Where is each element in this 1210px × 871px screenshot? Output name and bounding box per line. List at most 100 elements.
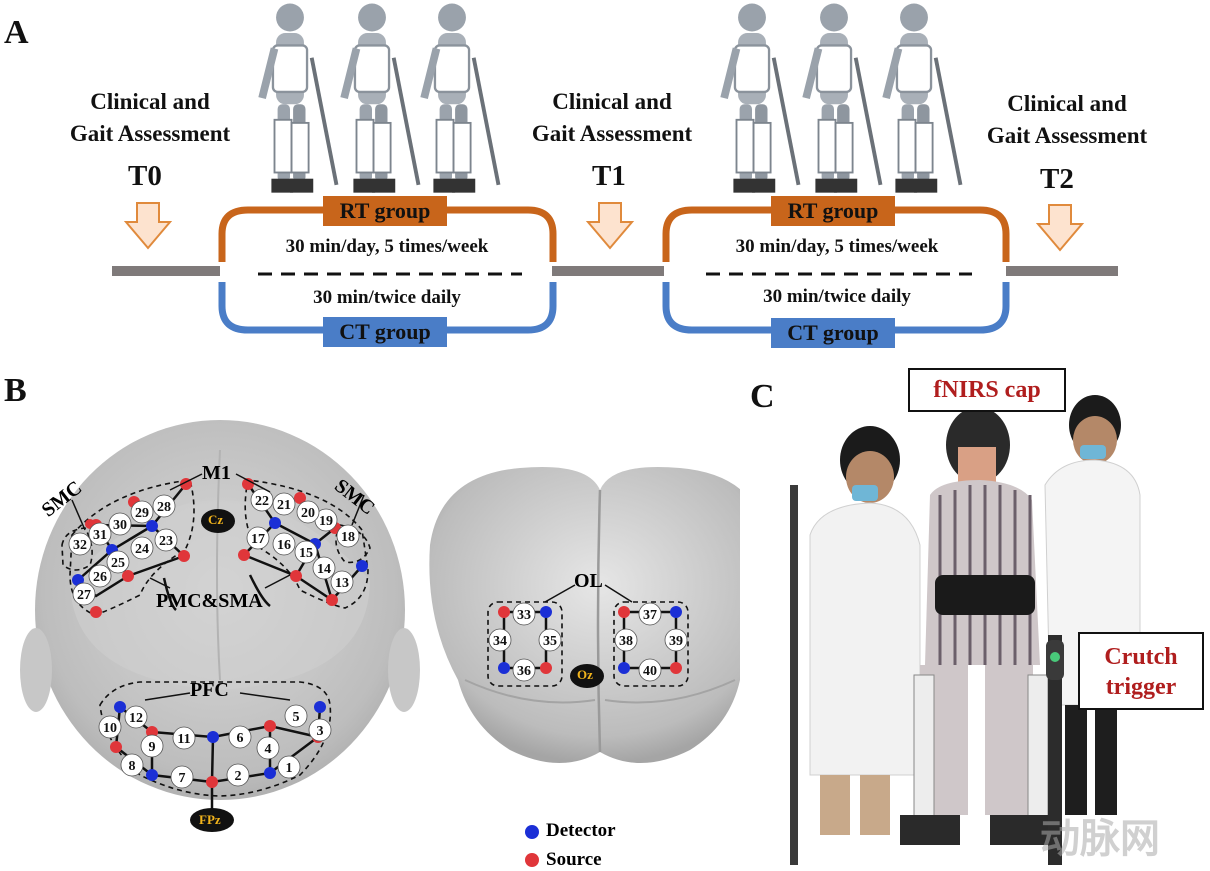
channel-number: 35 [543, 634, 557, 649]
channel-30: 30 [108, 512, 132, 536]
landmark-fpz [190, 808, 234, 832]
channel-31: 31 [88, 522, 112, 546]
channel-37: 37 [638, 602, 662, 626]
channel-number: 2 [235, 769, 242, 784]
channel-number: 24 [135, 542, 149, 557]
channel-number: 39 [669, 634, 683, 649]
channel-number: 15 [299, 546, 313, 561]
channel-number: 12 [129, 711, 143, 726]
assessment-line1: Clinical and [90, 89, 210, 114]
assessment-line2: Gait Assessment [986, 123, 1148, 148]
channel-number: 23 [159, 534, 173, 549]
channel-number: 25 [111, 556, 125, 571]
channel-20: 20 [296, 500, 320, 524]
channel-number: 37 [643, 608, 657, 623]
down-arrow-icon [1035, 204, 1085, 252]
channel-27: 27 [72, 582, 96, 606]
patient-with-exoskeleton [900, 407, 1050, 845]
channel-number: 1 [286, 761, 293, 776]
channel-number: 17 [251, 532, 265, 547]
channel-number: 32 [73, 538, 87, 553]
channel-number: 3 [317, 724, 324, 739]
legend-detector-label: Detector [546, 820, 616, 841]
channel-33: 33 [512, 602, 536, 626]
timeline-segment [552, 266, 664, 276]
ct-schedule: 30 min/twice daily [313, 287, 461, 308]
channel-3: 3 [308, 718, 332, 742]
channel-14: 14 [312, 556, 336, 580]
exoskeleton-walker-figure [724, 4, 798, 193]
crutch [1046, 635, 1064, 865]
brain-model [429, 466, 740, 763]
crutch-trigger-label: Crutch trigger [1078, 632, 1204, 710]
panel-a-letter: A [4, 14, 29, 51]
assessment-label-t1: Clinical and Gait Assessment [502, 86, 722, 150]
channel-number: 8 [129, 759, 136, 774]
channel-17: 17 [246, 526, 270, 550]
channel-21: 21 [272, 492, 296, 516]
channel-number: 14 [317, 562, 331, 577]
channel-26: 26 [88, 564, 112, 588]
channel-number: 26 [93, 570, 107, 585]
landmark-label-fpz: FPz [199, 812, 221, 827]
channel-number: 27 [77, 588, 91, 603]
exoskeleton-walker-figure [806, 4, 880, 193]
exoskeleton-walker-figure [344, 4, 418, 193]
channel-number: 36 [517, 664, 531, 679]
panel-c-letter: C [750, 378, 775, 415]
channel-23: 23 [154, 528, 178, 552]
channel-number: 6 [237, 731, 244, 746]
region-label-pmc-sma: PMC&SMA [156, 590, 263, 612]
channel-number: 34 [493, 634, 507, 649]
assessment-label-t0: Clinical and Gait Assessment [40, 86, 260, 150]
channel-34: 34 [488, 628, 512, 652]
channel-10: 10 [98, 715, 122, 739]
timeline-segment [112, 266, 220, 276]
rt-group-box [771, 196, 895, 226]
legend-source-label: Source [546, 849, 602, 870]
channel-number: 13 [335, 576, 349, 591]
channel-39: 39 [664, 628, 688, 652]
channel-number: 7 [179, 771, 186, 786]
channel-number: 40 [643, 664, 657, 679]
timepoint-t2: T2 [1040, 163, 1074, 195]
channel-7: 7 [170, 765, 194, 789]
landmark-oz [570, 664, 604, 688]
ct-group-label: CT group [339, 319, 431, 344]
channel-number: 18 [341, 530, 355, 545]
crutch-trigger-line2: trigger [1105, 674, 1177, 700]
crutch-trigger-line1: Crutch [1104, 644, 1178, 670]
channel-number: 28 [157, 500, 171, 515]
channel-13: 13 [330, 570, 354, 594]
channel-28: 28 [152, 494, 176, 518]
channel-4: 4 [256, 736, 280, 760]
channel-number: 19 [319, 514, 333, 529]
channel-9: 9 [140, 734, 164, 758]
assessment-line1: Clinical and [1007, 91, 1127, 116]
fnirs-cap-label: fNIRS cap [908, 368, 1066, 412]
channel-36: 36 [512, 658, 536, 682]
channel-11: 11 [172, 726, 196, 750]
assessment-line1: Clinical and [552, 89, 672, 114]
exoskeleton-walker-figure [424, 4, 498, 193]
ct-group-label: CT group [787, 320, 879, 345]
watermark: 动脉网 [1040, 816, 1160, 862]
down-arrow-icon [123, 202, 173, 250]
channel-40: 40 [638, 658, 662, 682]
region-label-m1: M1 [202, 462, 231, 484]
channel-number: 10 [103, 721, 117, 736]
rt-schedule: 30 min/day, 5 times/week [285, 236, 489, 257]
down-arrow-icon [585, 202, 635, 250]
rt-group-box [323, 196, 447, 226]
timepoint-t1: T1 [592, 160, 626, 192]
detector-legend-dot [525, 825, 539, 839]
timeline-segment [1006, 266, 1118, 276]
landmark-label-cz: Cz [208, 512, 224, 527]
panel-a-timeline-diagram [112, 0, 1118, 348]
landmark-cz [201, 509, 235, 533]
channel-8: 8 [120, 753, 144, 777]
channel-6: 6 [228, 725, 252, 749]
channel-number: 38 [619, 634, 633, 649]
